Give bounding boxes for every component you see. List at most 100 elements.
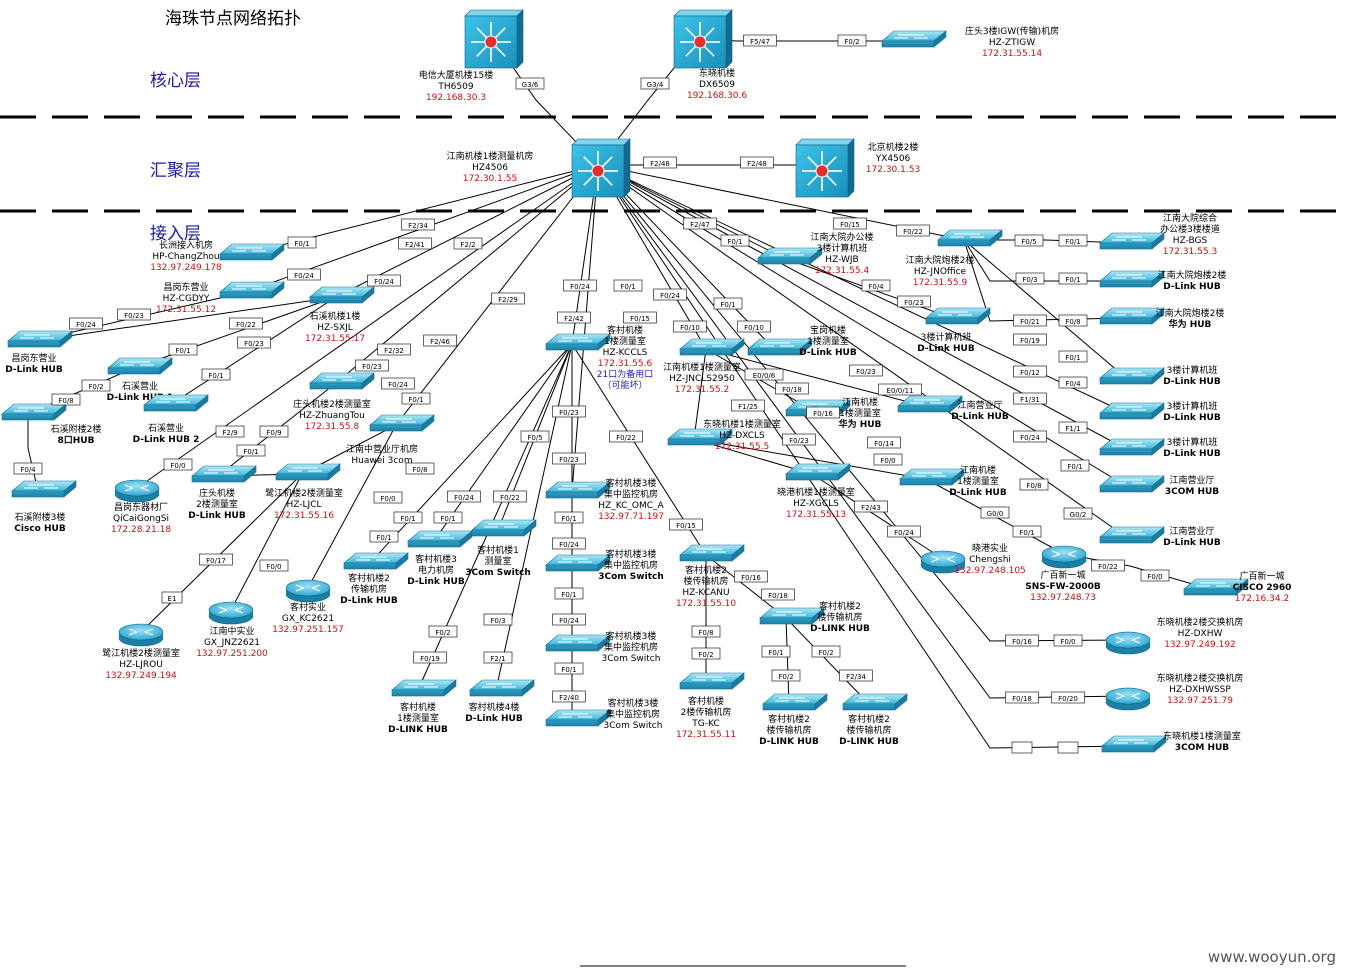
- link-sxjl-sx_hub2: [169, 296, 337, 406]
- core-switch-icon: [795, 138, 855, 198]
- node-label: GX_JNZ2621: [204, 638, 260, 648]
- port-label: F0/23: [237, 336, 271, 349]
- switch-icon: [11, 480, 77, 498]
- port-label-text: F0/4: [868, 283, 884, 291]
- node-label: 楼传输机房: [817, 611, 862, 623]
- port-label: F0/0: [259, 559, 289, 572]
- port-label-text: F2/41: [405, 241, 425, 249]
- node-label: DX6509: [699, 80, 735, 90]
- port-label: F0/1: [236, 444, 266, 457]
- port-label: F0/10: [673, 320, 707, 333]
- port-label: F0/1: [613, 279, 643, 292]
- port-label: F0/0: [873, 453, 903, 466]
- port-label-text: F0/1: [400, 515, 415, 523]
- node-label: HZ-JNOffice: [914, 267, 967, 277]
- port-label-text: G3/4: [647, 81, 664, 89]
- port-label-text: E1: [168, 595, 177, 603]
- port-label: F0/23: [897, 295, 931, 308]
- link-hz4506-dx_3com: [597, 164, 1129, 749]
- port-label: F0/1: [201, 368, 231, 381]
- watermark: www.wooyun.org: [1207, 948, 1336, 966]
- port-label-text: F0/5: [527, 434, 542, 442]
- port-label: F0/18: [775, 382, 809, 395]
- node-label: HZ-DXHW: [1178, 629, 1223, 639]
- port-label: F0/4: [13, 462, 43, 475]
- port-label: F0/1: [1058, 350, 1088, 363]
- port-label-text: F2/46: [430, 338, 450, 346]
- port-label: F0/19: [1013, 333, 1047, 346]
- switch-icon: [757, 247, 823, 265]
- port-label-text: F2/34: [408, 222, 428, 230]
- switch-icon: [679, 338, 745, 356]
- port-label-text: F0/15: [630, 315, 650, 323]
- port-label-text: G0/2: [1070, 511, 1087, 519]
- node-label: 客村机楼2: [685, 564, 727, 576]
- switch-icon: [762, 693, 828, 711]
- port-label: F5/47: [743, 34, 777, 47]
- port-label-text: F1/1: [1065, 425, 1080, 433]
- node-label: 晓港实业: [972, 542, 1008, 554]
- node-model: D-Link HUB 2: [133, 435, 200, 445]
- node-ip: 132.97.249.192: [1164, 640, 1236, 650]
